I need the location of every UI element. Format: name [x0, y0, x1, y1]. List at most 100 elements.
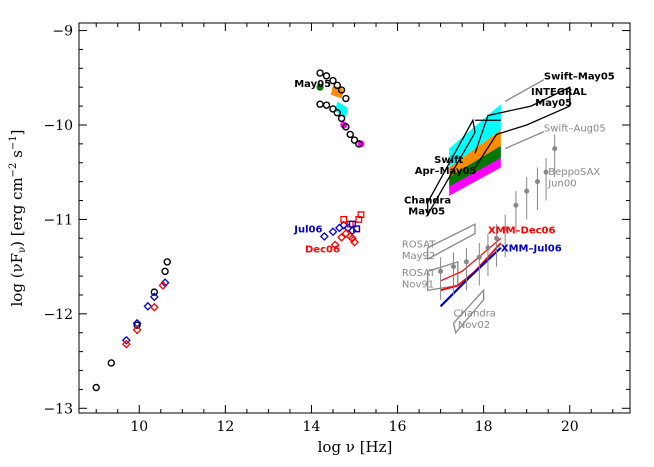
circle-marker [346, 130, 354, 139]
x-tick-label: 20 [561, 419, 579, 435]
circle-marker [337, 114, 346, 123]
dot-marker [543, 169, 549, 175]
dot-marker [534, 179, 540, 185]
circle-marker [342, 94, 350, 103]
annotation-label: Jul06 [293, 225, 322, 236]
circle-marker [337, 86, 346, 94]
annotation-label: Dec06 [305, 244, 340, 255]
dot-marker [524, 188, 530, 194]
square-marker [340, 215, 348, 223]
annotation-label: Swift–May05 [544, 72, 615, 83]
integral-bowtie [474, 86, 571, 168]
axis-ticks [79, 23, 630, 413]
circle-marker [342, 123, 350, 131]
annotation-label: Jun00 [547, 178, 576, 189]
circle-marker [329, 105, 337, 113]
diamond-marker [132, 325, 142, 335]
dot-marker [513, 202, 519, 208]
xrt-magenta-band [449, 158, 501, 196]
square-marker [348, 220, 356, 228]
circle-marker [316, 100, 324, 108]
diamond-marker [121, 339, 131, 349]
diamond-marker [350, 237, 359, 247]
y-label-exp2: −1 [8, 135, 19, 150]
diamond-marker [149, 302, 159, 312]
uvot-green-point [316, 83, 324, 91]
diamond-marker [328, 227, 338, 237]
circle-marker [92, 383, 100, 392]
uvot-cyan [335, 101, 349, 118]
x-tick-label: 16 [389, 419, 407, 435]
uvot-orange [330, 85, 344, 99]
annotation-label: Swift [434, 155, 463, 166]
y-label-part3: s [8, 150, 26, 162]
circle-marker [355, 140, 363, 148]
y-axis-label: log (νFν) [erg cm−2 s−1] [8, 129, 28, 306]
circle-marker [329, 76, 337, 85]
circle-marker [163, 258, 171, 266]
circle-marker [322, 101, 331, 109]
diamond-marker [158, 281, 168, 290]
x-tick-label: 14 [303, 419, 321, 435]
annotation-label: XMM–Jul06 [501, 244, 562, 255]
spectral-shapes [316, 79, 571, 335]
annotation-label: BeppoSAX [548, 167, 600, 178]
x-tick-label: 10 [130, 419, 148, 435]
circle-marker [316, 69, 324, 77]
annotation-label: May05 [294, 79, 331, 90]
dot-marker [451, 264, 457, 270]
circle-marker [107, 359, 115, 367]
annotation-label: XMM–Dec06 [488, 226, 556, 237]
y-label-part1: log (νF [8, 253, 26, 307]
annotation-label: May92 [402, 251, 435, 262]
diamond-marker [335, 223, 344, 233]
y-label-exp1: −2 [8, 163, 19, 178]
y-label-sub: ν [17, 247, 28, 253]
circle-marker [322, 72, 331, 80]
diamond-marker [337, 232, 347, 242]
annotations: May05Swift–May05INTEGRALMay05Swift–Aug05… [293, 72, 615, 331]
dot-marker [494, 235, 500, 241]
y-label-part2: ) [erg cm [8, 177, 26, 247]
diamond-marker [339, 220, 349, 230]
swift-may05-line [504, 79, 545, 102]
xmm-jul06-line [439, 246, 502, 308]
dot-marker [438, 268, 444, 274]
annotation-label: May05 [408, 207, 445, 218]
annotation-label: Chandra [454, 309, 496, 320]
circle-marker [350, 136, 359, 144]
xmm-dec06-line [440, 242, 502, 292]
swift-aug05-line [504, 131, 545, 150]
circle-marker [333, 81, 341, 90]
square-marker [353, 225, 361, 233]
y-tick-label: −12 [43, 307, 73, 323]
diamond-marker [143, 301, 153, 311]
annotation-label: May05 [535, 98, 572, 109]
x-tick-label: 18 [475, 419, 493, 435]
dot-marker [463, 259, 469, 265]
y-tick-label: −13 [43, 401, 73, 417]
y-tick-labels: −9−10−11−12−13 [43, 24, 73, 418]
uvot-magenta-point [357, 140, 365, 148]
rosat-may92-shape [427, 223, 476, 261]
dot-marker [476, 254, 482, 260]
y-tick-label: −9 [52, 24, 73, 40]
chandra-nov02-shape [452, 288, 485, 335]
annotation-label: Swift–Aug05 [544, 124, 606, 135]
diamond-marker [341, 229, 351, 239]
diamond-marker [319, 231, 329, 241]
annotation-label: Apr–May05 [415, 166, 477, 177]
diamond-marker [121, 335, 131, 345]
annotation-label: ROSAT [402, 240, 436, 251]
diamond-marker [330, 240, 340, 250]
circle-marker [133, 321, 141, 329]
xrt-orange-band [449, 129, 501, 180]
data-markers [92, 69, 558, 392]
y-tick-label: −11 [43, 212, 73, 228]
circle-marker [150, 288, 159, 296]
circle-marker [333, 109, 341, 117]
annotation-label: ROSAT [402, 268, 436, 279]
diamond-marker [347, 233, 357, 243]
